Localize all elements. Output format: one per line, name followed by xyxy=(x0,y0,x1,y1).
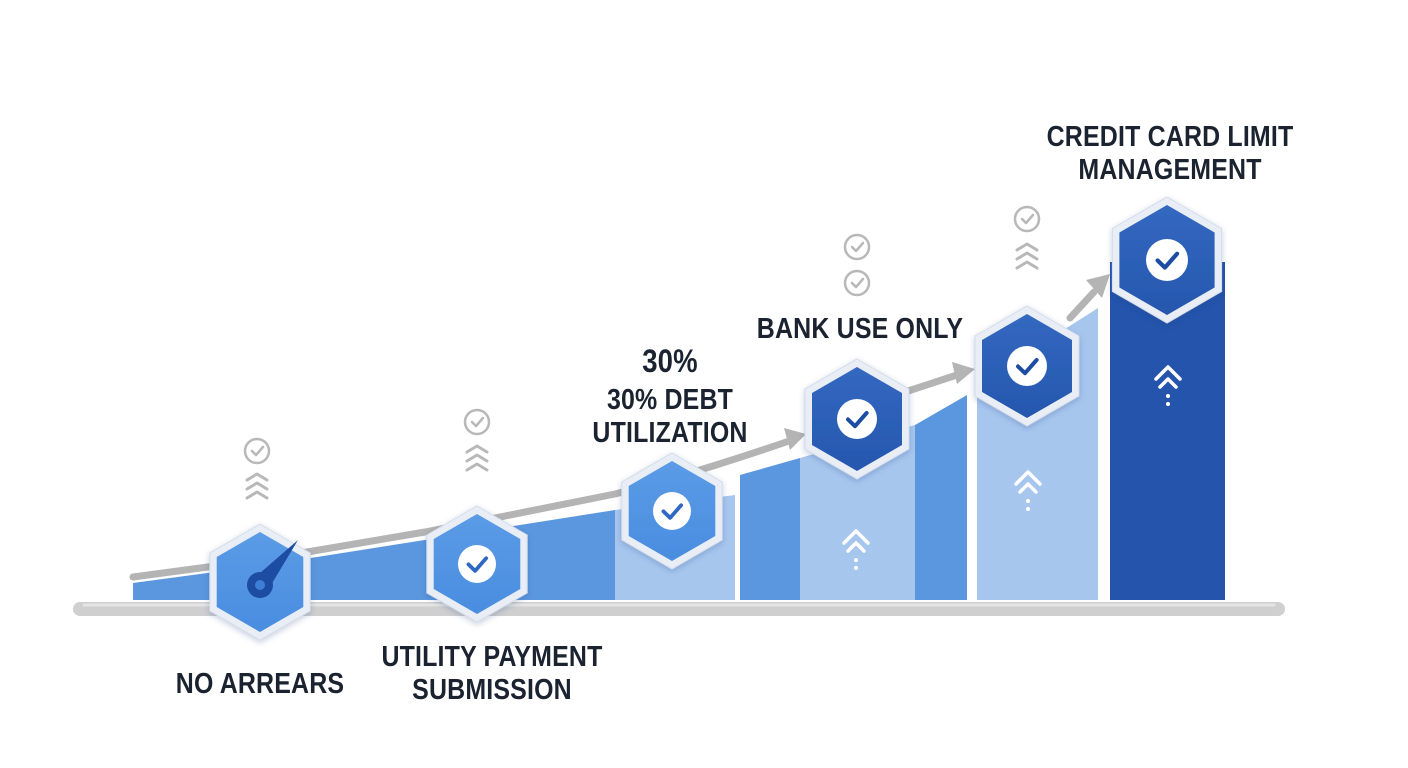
hex-badge-next-step xyxy=(974,305,1080,427)
check-circle-icon xyxy=(463,408,491,436)
check-circle-icon xyxy=(1146,239,1188,281)
step-label-credit-card-limit: CREDIT CARD LIMIT MANAGEMENT xyxy=(1046,121,1294,186)
growth-arrow-head xyxy=(952,362,975,384)
hex-badge-bank-use-only xyxy=(804,358,910,480)
step-highlight-30-percent: 30% xyxy=(642,343,698,379)
bar-segment xyxy=(740,458,800,600)
growth-arrow-head xyxy=(784,428,806,450)
chevron-up-icon xyxy=(1014,470,1042,511)
check-circle-icon xyxy=(1007,346,1047,386)
chevron-up-icon xyxy=(1154,365,1182,406)
step-label-no-arrears: NO ARREARS xyxy=(175,668,345,700)
chevron-up-icon xyxy=(842,529,870,570)
growth-arrow-head xyxy=(1086,274,1110,298)
check-circle-icon xyxy=(837,399,877,439)
bar-segment xyxy=(1110,262,1225,600)
growth-arrow-line xyxy=(1066,288,1098,322)
hex-badge-credit-card-limit xyxy=(1111,196,1223,324)
check-circle-icon xyxy=(843,269,871,297)
bar-segment xyxy=(915,395,967,600)
hex-badge-utility-payment xyxy=(426,505,528,623)
hex-badge-debt-utilization xyxy=(621,452,723,570)
bar-segment xyxy=(800,425,915,600)
check-circle-icon xyxy=(843,233,871,261)
step-label-utility-payment: UTILITY PAYMENT SUBMISSION xyxy=(381,641,603,706)
check-circle-icon xyxy=(243,437,271,465)
chevron-up-icon xyxy=(245,472,269,500)
growth-arrow-line xyxy=(901,370,964,396)
check-circle-icon xyxy=(1013,205,1041,233)
check-circle-icon xyxy=(458,545,496,583)
gauge-needle-icon xyxy=(247,540,298,598)
hex-badge-no-arrears xyxy=(209,523,311,641)
step-label-debt-utilization: 30% DEBT UTILIZATION xyxy=(592,384,748,449)
step-label-bank-use-only: BANK USE ONLY xyxy=(756,313,964,345)
chevron-up-icon xyxy=(465,444,489,472)
chevron-up-icon xyxy=(1015,242,1039,270)
check-circle-icon xyxy=(653,492,691,530)
